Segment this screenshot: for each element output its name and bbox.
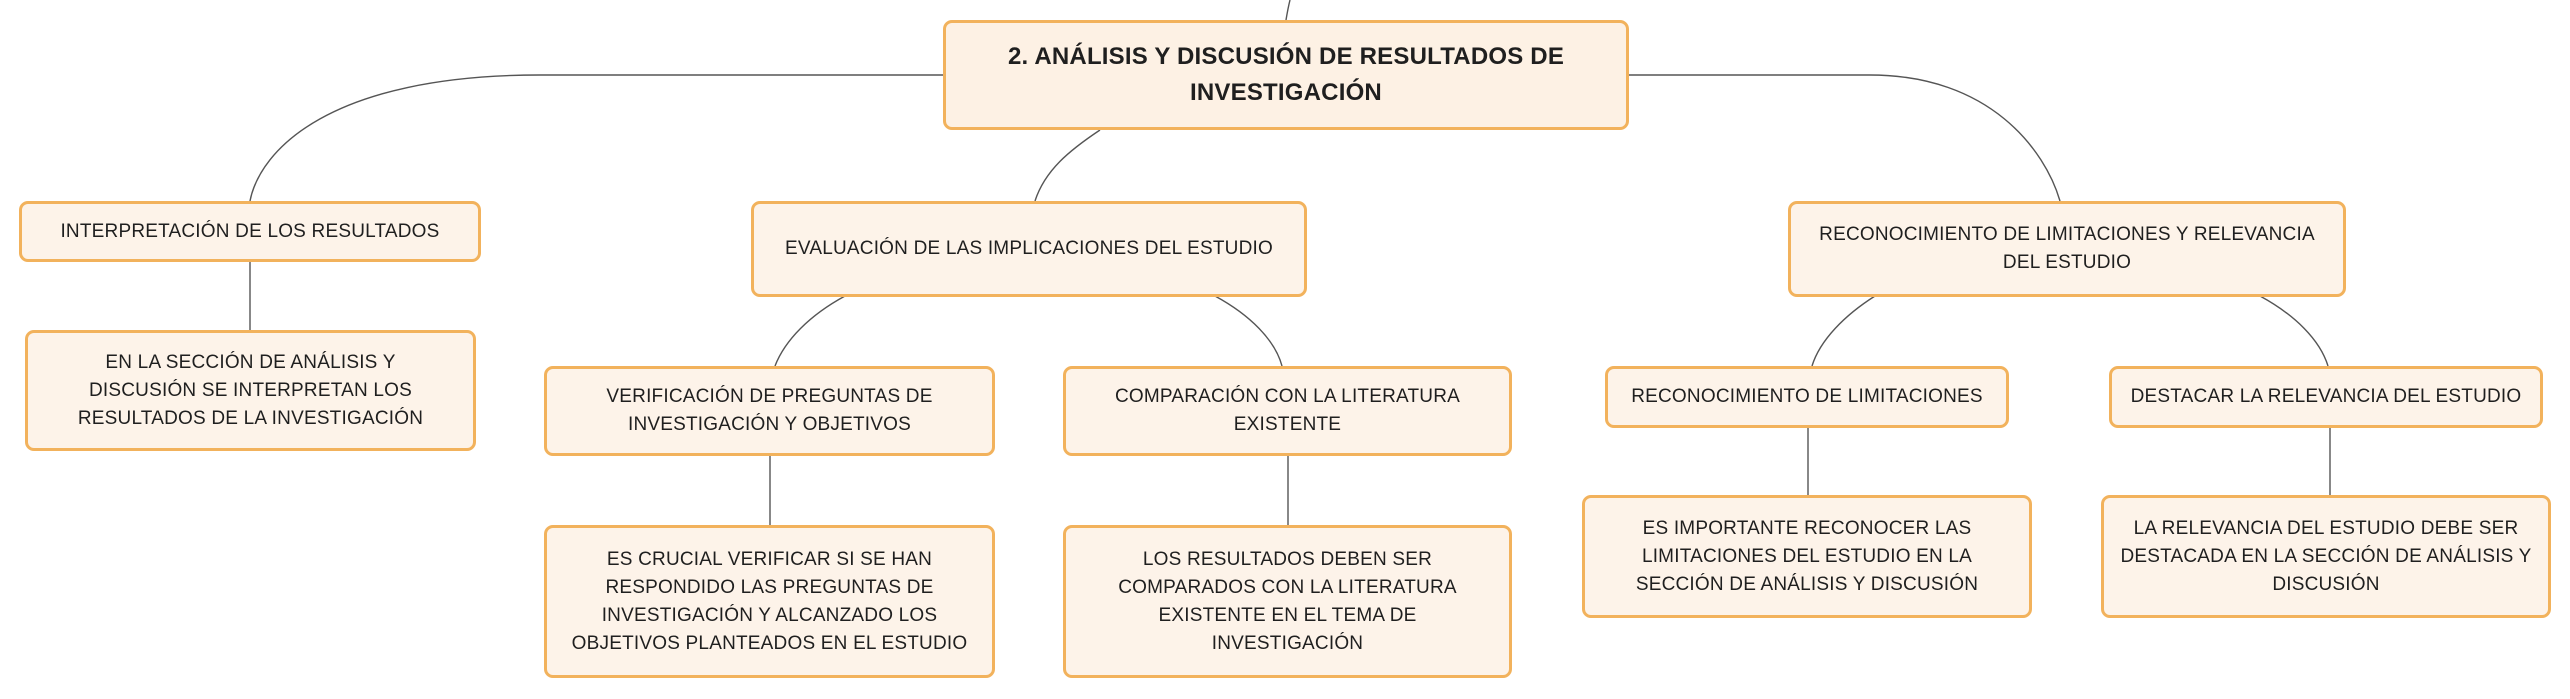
branch-limitations-relevance-label: RECONOCIMIENTO DE LIMITACIONES Y RELEVAN… xyxy=(1819,224,2315,273)
connector-root-limitations-relevance xyxy=(1625,74,2061,202)
subtopic-verification[interactable]: VERIFICACIÓN DE PREGUNTAS DE INVESTIGACI… xyxy=(544,366,995,456)
verification-detail[interactable]: ES CRUCIAL VERIFICAR SI SE HAN RESPONDID… xyxy=(544,525,995,678)
branch-interpretation-label: INTERPRETACIÓN DE LOS RESULTADOS xyxy=(60,220,440,242)
root-topic-label: 2. ANÁLISIS Y DISCUSIÓN DE RESULTADOS DE… xyxy=(1007,43,1565,106)
subtopic-relevance-label: DESTACAR LA RELEVANCIA DEL ESTUDIO xyxy=(2130,386,2522,407)
comparison-detail[interactable]: LOS RESULTADOS DEBEN SER COMPARADOS CON … xyxy=(1063,525,1512,678)
relevance-detail-text: LA RELEVANCIA DEL ESTUDIO DEBE SER DESTA… xyxy=(2120,517,2532,595)
branch-implications[interactable]: EVALUACIÓN DE LAS IMPLICACIONES DEL ESTU… xyxy=(751,201,1307,297)
subtopic-relevance[interactable]: DESTACAR LA RELEVANCIA DEL ESTUDIO xyxy=(2109,366,2543,428)
root-topic[interactable]: 2. ANÁLISIS Y DISCUSIÓN DE RESULTADOS DE… xyxy=(943,20,1629,130)
connector-root-implications xyxy=(1034,129,1101,202)
connector-parent xyxy=(1285,0,1291,21)
connector-limrel-limitations xyxy=(1811,295,1876,367)
connector-limrel-relevance xyxy=(2259,295,2329,367)
connector-implications-verification xyxy=(774,295,846,367)
subtopic-comparison-label: COMPARACIÓN CON LA LITERATURA EXISTENTE xyxy=(1114,386,1461,435)
branch-interpretation[interactable]: INTERPRETACIÓN DE LOS RESULTADOS xyxy=(19,201,481,262)
branch-limitations-relevance[interactable]: RECONOCIMIENTO DE LIMITACIONES Y RELEVAN… xyxy=(1788,201,2346,297)
interpretation-detail[interactable]: EN LA SECCIÓN DE ANÁLISIS Y DISCUSIÓN SE… xyxy=(25,330,476,451)
limitations-detail-text: ES IMPORTANTE RECONOCER LAS LIMITACIONES… xyxy=(1635,517,1979,595)
verification-detail-text: ES CRUCIAL VERIFICAR SI SE HAN RESPONDID… xyxy=(571,548,968,654)
relevance-detail[interactable]: LA RELEVANCIA DEL ESTUDIO DEBE SER DESTA… xyxy=(2101,495,2551,618)
limitations-detail[interactable]: ES IMPORTANTE RECONOCER LAS LIMITACIONES… xyxy=(1582,495,2032,618)
branch-implications-label: EVALUACIÓN DE LAS IMPLICACIONES DEL ESTU… xyxy=(785,238,1273,259)
connector-root-interpretation xyxy=(249,74,945,202)
comparison-detail-text: LOS RESULTADOS DEBEN SER COMPARADOS CON … xyxy=(1118,548,1457,654)
connector-implications-comparison xyxy=(1214,295,1283,367)
subtopic-comparison[interactable]: COMPARACIÓN CON LA LITERATURA EXISTENTE xyxy=(1063,366,1512,456)
interpretation-detail-text: EN LA SECCIÓN DE ANÁLISIS Y DISCUSIÓN SE… xyxy=(77,351,424,429)
subtopic-limitations[interactable]: RECONOCIMIENTO DE LIMITACIONES xyxy=(1605,366,2009,428)
subtopic-limitations-label: RECONOCIMIENTO DE LIMITACIONES xyxy=(1631,386,1983,407)
subtopic-verification-label: VERIFICACIÓN DE PREGUNTAS DE INVESTIGACI… xyxy=(606,386,933,435)
